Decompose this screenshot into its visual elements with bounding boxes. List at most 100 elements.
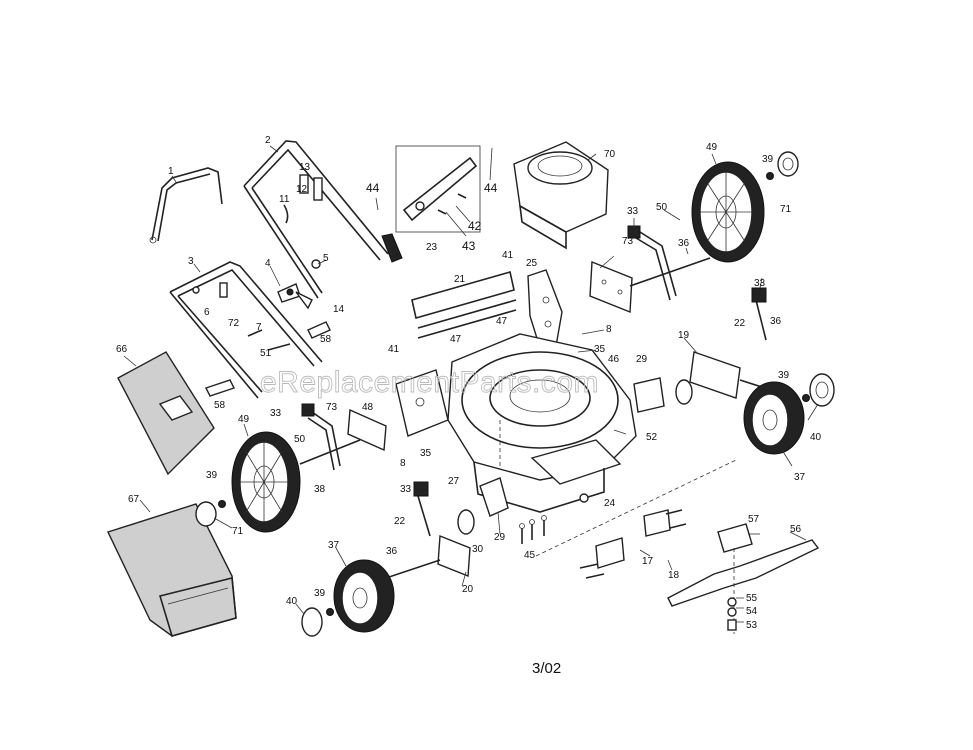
label-part-2: 2 xyxy=(265,135,271,146)
axle-plates xyxy=(347,260,741,578)
label-part-8-upper: 8 xyxy=(606,324,612,335)
label-part-29-left: 29 xyxy=(494,532,506,543)
label-part-35-b: 35 xyxy=(420,448,432,459)
label-part-5: 5 xyxy=(323,253,329,264)
assembly-dash-lines xyxy=(499,420,737,557)
label-part-53: 53 xyxy=(746,620,758,631)
label-part-6: 6 xyxy=(204,307,210,318)
label-part-41-b: 41 xyxy=(388,344,400,355)
label-part-54: 54 xyxy=(746,606,758,617)
label-part-12: 12 xyxy=(296,184,308,195)
label-part-33-b: 33 xyxy=(754,278,766,289)
label-part-21: 21 xyxy=(454,274,466,285)
part-52-deck xyxy=(447,333,637,513)
date-code: 3/02 xyxy=(532,660,562,677)
label-part-73-left: 73 xyxy=(326,402,338,413)
label-part-50-b: 50 xyxy=(294,434,306,445)
label-part-48: 48 xyxy=(362,402,374,413)
label-part-33-c: 33 xyxy=(270,408,282,419)
label-part-37-left: 37 xyxy=(328,540,340,551)
part-21-bracket xyxy=(411,270,517,339)
part-66-rear-deflector xyxy=(117,351,215,476)
wheel-49-rear-left xyxy=(231,431,301,533)
label-part-24: 24 xyxy=(604,498,616,509)
label-part-40-left: 40 xyxy=(286,596,298,607)
label-part-47-b: 47 xyxy=(450,334,462,345)
label-part-44-right: 44 xyxy=(484,181,498,195)
label-part-36-a: 36 xyxy=(678,238,690,249)
label-part-29-right: 29 xyxy=(636,354,648,365)
label-part-71-left: 71 xyxy=(232,526,244,537)
label-part-23: 23 xyxy=(426,242,438,253)
label-part-33-a: 33 xyxy=(627,206,639,217)
label-part-39-d: 39 xyxy=(314,588,326,599)
label-part-56: 56 xyxy=(790,524,802,535)
label-part-40-right: 40 xyxy=(810,432,822,443)
label-part-67: 67 xyxy=(128,494,140,505)
part-67-grass-catcher xyxy=(107,503,237,637)
part-2-upper-handle xyxy=(243,140,389,299)
part-70-engine xyxy=(513,141,609,250)
part-45-bolts xyxy=(519,515,547,544)
part-25-bracket xyxy=(527,269,563,349)
label-part-55: 55 xyxy=(746,593,758,604)
label-part-22-right: 22 xyxy=(734,318,746,329)
label-part-39-c: 39 xyxy=(206,470,218,481)
label-part-49-left: 49 xyxy=(238,414,250,425)
wheel-49-rear-right xyxy=(691,161,765,263)
part-73-height-levers xyxy=(301,225,767,537)
label-part-14: 14 xyxy=(333,304,345,315)
label-part-49-right: 49 xyxy=(706,142,718,153)
label-part-22-left: 22 xyxy=(394,516,406,527)
wheel-37-front-left xyxy=(333,559,395,633)
label-part-72: 72 xyxy=(228,318,240,329)
label-part-11: 11 xyxy=(279,194,290,205)
label-part-57: 57 xyxy=(748,514,760,525)
deck-brackets xyxy=(457,377,693,579)
label-part-44-left: 44 xyxy=(366,181,380,195)
label-part-45: 45 xyxy=(524,550,536,561)
label-part-1: 1 xyxy=(168,166,174,177)
label-part-38: 38 xyxy=(314,484,326,495)
label-part-51: 51 xyxy=(260,348,272,359)
label-part-25: 25 xyxy=(526,258,538,269)
handle-hardware xyxy=(192,174,403,397)
label-part-33-d: 33 xyxy=(400,484,412,495)
part-labels: 1 2 3 4 5 6 7 8 8 11 12 13 14 17 18 19 2… xyxy=(116,135,822,631)
label-part-18: 18 xyxy=(668,570,680,581)
blade-assembly xyxy=(667,523,820,634)
label-part-30: 30 xyxy=(472,544,484,555)
part-1-handle-brace xyxy=(149,167,223,244)
watermark: eReplacementParts.com xyxy=(260,366,599,399)
label-part-27: 27 xyxy=(448,476,460,487)
label-part-58-upper: 58 xyxy=(320,334,332,345)
label-part-46: 46 xyxy=(608,354,620,365)
label-part-41-a: 41 xyxy=(502,250,514,261)
label-part-39-a: 39 xyxy=(762,154,774,165)
label-part-42: 42 xyxy=(468,219,482,233)
label-part-20: 20 xyxy=(462,584,474,595)
label-part-58-lower: 58 xyxy=(214,400,226,411)
label-part-7: 7 xyxy=(256,322,262,333)
label-part-66: 66 xyxy=(116,344,128,355)
part-23-control-detail xyxy=(395,145,481,233)
label-part-71-right: 71 xyxy=(780,204,792,215)
label-part-47-a: 47 xyxy=(496,316,508,327)
label-part-8-lower: 8 xyxy=(400,458,406,469)
label-part-50-a: 50 xyxy=(656,202,668,213)
label-part-3: 3 xyxy=(188,256,194,267)
label-part-35-a: 35 xyxy=(594,344,606,355)
wheel-37-front-right xyxy=(743,381,805,455)
label-part-37-right: 37 xyxy=(794,472,806,483)
label-part-36-c: 36 xyxy=(386,546,398,557)
label-part-43: 43 xyxy=(462,239,476,253)
label-part-70: 70 xyxy=(604,149,616,160)
label-part-13: 13 xyxy=(299,162,311,173)
label-part-73-right: 73 xyxy=(622,236,634,247)
label-part-4: 4 xyxy=(265,258,271,269)
label-part-19: 19 xyxy=(678,330,690,341)
label-part-52: 52 xyxy=(646,432,658,443)
leader-lines xyxy=(123,145,819,623)
part-48-hinge xyxy=(395,369,449,437)
